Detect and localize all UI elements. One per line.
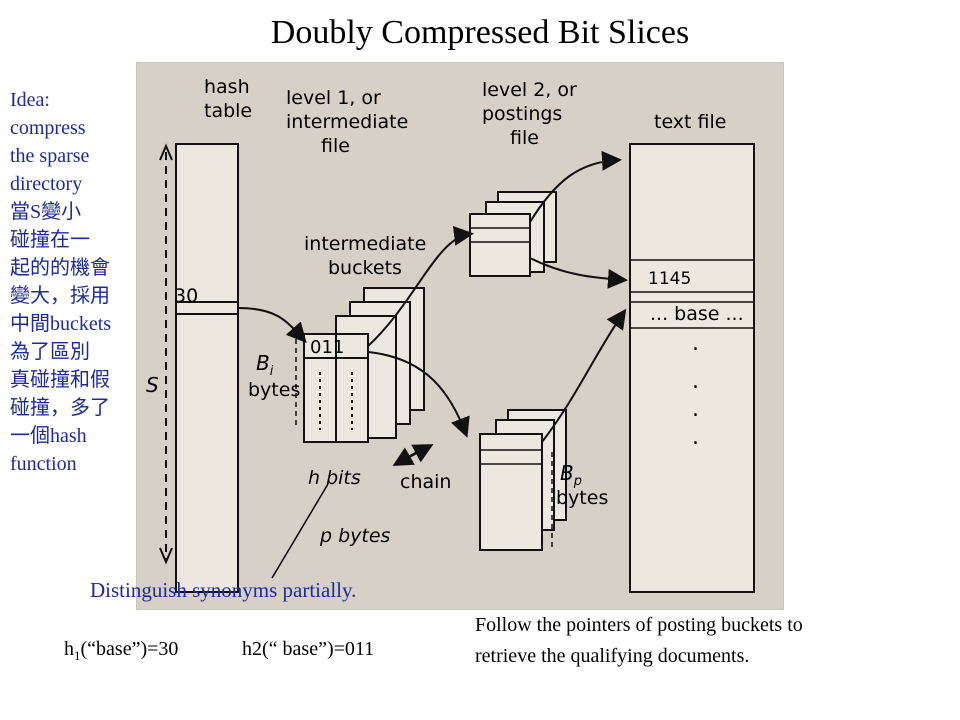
bi-label: Bi bbox=[256, 351, 274, 379]
h1-prefix: h bbox=[64, 638, 74, 660]
idea-line: directory bbox=[10, 173, 83, 195]
arrow-bucket-to-upper-posting bbox=[367, 225, 474, 347]
idea-line: 為了區別 bbox=[10, 341, 90, 363]
h1-subscript: 1 bbox=[74, 648, 81, 663]
idea-line: 一個hash bbox=[10, 425, 87, 447]
hash-table-label-2: table bbox=[204, 100, 252, 122]
idea-line: 變大，採用 bbox=[10, 285, 110, 307]
code-011: 011 bbox=[310, 337, 344, 358]
chain-arrow-down bbox=[392, 447, 425, 466]
bi-bytes: bytes bbox=[248, 379, 300, 401]
level2-label-2: postings bbox=[482, 103, 562, 125]
dot-3: . bbox=[692, 397, 699, 422]
buckets-label-2: buckets bbox=[328, 257, 402, 279]
bi-subscript: i bbox=[270, 364, 274, 379]
value-30: 30 bbox=[174, 285, 198, 307]
idea-line: 當S變小 bbox=[10, 201, 82, 223]
arrow-bucket-to-lower-posting bbox=[367, 351, 470, 438]
bp-bytes: bytes bbox=[556, 487, 608, 509]
idea-line: 碰撞，多了 bbox=[10, 397, 110, 419]
p-bytes-label: p bytes bbox=[319, 525, 391, 547]
idea-line: compress bbox=[10, 117, 86, 139]
dot-1: . bbox=[692, 331, 699, 356]
bp-label: Bp bbox=[560, 461, 582, 489]
bp-subscript: p bbox=[573, 474, 582, 489]
buckets-label-1: intermediate bbox=[304, 233, 426, 255]
s-arrow-bottom bbox=[159, 547, 173, 565]
number-1145: 1145 bbox=[648, 269, 691, 289]
idea-line: 碰撞在一 bbox=[10, 229, 90, 251]
posting-lower-front bbox=[479, 433, 543, 551]
level1-label-3: file bbox=[321, 135, 350, 157]
idea-line: function bbox=[10, 453, 77, 475]
distinguish-pointer-line bbox=[271, 483, 329, 579]
arrow-hash-to-bucket bbox=[237, 307, 307, 343]
level2-label-3: file bbox=[510, 127, 539, 149]
idea-line: 真碰撞和假 bbox=[10, 369, 110, 391]
slide-title: Doubly Compressed Bit Slices bbox=[270, 14, 690, 51]
dot-2: . bbox=[692, 369, 699, 394]
hash-table-label-1: hash bbox=[204, 76, 250, 98]
h1-rest: (“base”)=30 bbox=[80, 638, 179, 660]
level2-label-1: level 2, or bbox=[482, 79, 577, 101]
arrow-upper-posting-to-1145 bbox=[529, 257, 628, 289]
follow-pointers-note: Follow the pointers of posting buckets t… bbox=[475, 614, 803, 667]
dot-4: . bbox=[692, 425, 699, 450]
level1-label-2: intermediate bbox=[286, 111, 408, 133]
h-bits-label: h bits bbox=[308, 467, 361, 489]
s-arrow-top bbox=[159, 143, 173, 161]
idea-note: Idea: compress the sparse directory 當S變小碰撞在一… bbox=[10, 86, 150, 478]
scanned-figure: hash table S 30 level 1, or intermediate… bbox=[135, 61, 785, 611]
base-label: ... base ... bbox=[650, 303, 744, 325]
hash-table-box bbox=[175, 143, 239, 593]
distinguish-note: Distinguish synonyms partially. bbox=[90, 578, 357, 602]
arrow-upper-posting-to-text bbox=[529, 150, 622, 223]
compression-diagram: hash table S 30 level 1, or intermediate… bbox=[135, 61, 785, 611]
h1-formula: h1(“base”)=30 bbox=[64, 638, 178, 664]
bp-letter: B bbox=[560, 461, 574, 485]
text-file-box bbox=[629, 143, 755, 593]
h2-formula: h2(“ base”)=011 bbox=[242, 638, 375, 660]
idea-line: 起的的機會 bbox=[10, 257, 110, 279]
idea-line: Idea: bbox=[10, 89, 50, 111]
s-label: S bbox=[146, 373, 159, 397]
text-file-label: text file bbox=[654, 111, 726, 133]
bi-letter: B bbox=[256, 351, 270, 375]
chain-label: chain bbox=[400, 471, 451, 493]
idea-line: 中間buckets bbox=[10, 313, 112, 335]
idea-line: the sparse bbox=[10, 145, 90, 167]
level1-label-1: level 1, or bbox=[286, 87, 381, 109]
posting-upper-front bbox=[469, 213, 531, 277]
arrow-lower-posting-to-base bbox=[541, 308, 627, 443]
